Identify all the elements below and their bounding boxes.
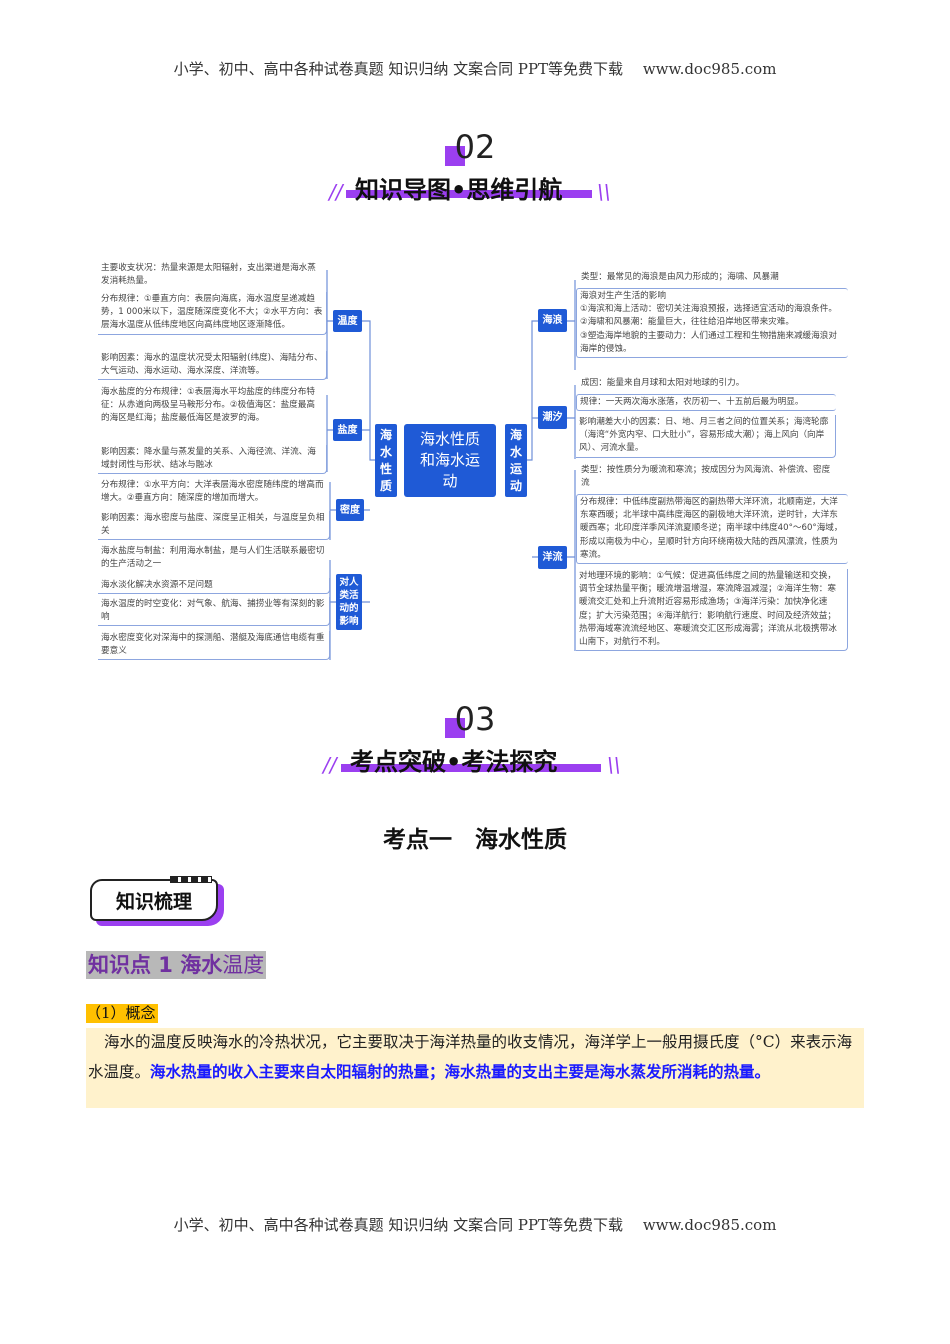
center-node-text: 海水性质和海水运动 bbox=[419, 430, 480, 490]
category-temperature: 温度 bbox=[333, 310, 362, 332]
decor-slash-icon: \\ bbox=[607, 753, 621, 777]
leaf-node: 影响因素：海水的温度状况受太阳辐射(纬度)、海陆分布、大气运动、海水运动、海水深… bbox=[98, 351, 327, 381]
section-title: 考点突破•考法探究 bbox=[350, 748, 558, 776]
badge-dots-icon bbox=[170, 876, 212, 883]
leaf-node: 海水盐度与制盐：利用海水制盐，是与人们生活联系最密切的生产活动之一 bbox=[101, 546, 325, 570]
page-footer: 小学、初中、高中各种试卷真题 知识归纳 文案合同 PPT等免费下载 www.do… bbox=[173, 1216, 777, 1234]
paragraph-text: 海水的温度反映海水的冷热状况，它主要取决于海洋热量的收支情况，海洋学上一般用摄氏… bbox=[88, 1033, 853, 1081]
category-salinity: 盐度 bbox=[333, 419, 362, 441]
leaf-node: 分布规律：①水平方向：大洋表层海水密度随纬度的增高而增大。②垂直方向：随深度的增… bbox=[101, 480, 324, 504]
leaf-node: 影响潮差大小的因素：日、地、月三者之间的位置关系；海湾轮廓（海湾“外宽内窄、口大… bbox=[576, 415, 836, 458]
leaf-node: 主要收支状况：热量来源是太阳辐射，支出渠道是海水蒸发消耗热量。 bbox=[101, 263, 316, 287]
section-number-text: 03 bbox=[454, 700, 496, 738]
category-density: 密度 bbox=[336, 499, 364, 521]
category-tides: 潮汐 bbox=[538, 406, 567, 429]
section-number-02: 02 bbox=[0, 128, 950, 166]
right-root-node: 海水运动 bbox=[505, 424, 527, 497]
body-paragraph: 海水的温度反映海水的冷热状况，它主要取决于海洋热量的收支情况，海洋学上一般用摄氏… bbox=[86, 1028, 864, 1108]
subheading: （1）概念 bbox=[86, 1004, 158, 1023]
leaf-node: 对地理环境的影响：①气候：促进高低纬度之间的热量输送和交换，调节全球热量平衡；暖… bbox=[576, 569, 848, 652]
leaf-node: 海水密度变化对深海中的探测船、潜艇及海底通信电缆有重要意义 bbox=[98, 631, 330, 661]
knowledge-badge: 知识梳理 bbox=[90, 879, 218, 921]
leaf-node: 影响因素：降水量与蒸发量的关系、入海径流、洋流、海域封闭性与形状、结冰与融冰 bbox=[98, 445, 327, 475]
leaf-node: 类型：按性质分为暖流和寒流；按成因分为风海流、补偿流、密度流 bbox=[581, 465, 831, 489]
leaf-node: 分布规律：①垂直方向：表层向海底，海水温度呈递减趋势，1 000米以下，温度随深… bbox=[98, 292, 327, 335]
decor-slash-icon: // bbox=[323, 753, 337, 777]
leaf-node: 规律：一天两次海水涨落，农历初一、十五前后最为明显。 bbox=[576, 394, 836, 412]
section-title: 知识导图•思维引航 bbox=[355, 176, 563, 204]
badge-text: 知识梳理 bbox=[115, 890, 192, 913]
section-number-03: 03 bbox=[0, 700, 950, 738]
paragraph-highlight: 海水热量的收入主要来自太阳辐射的热量；海水热量的支出主要是海水蒸发所消耗的热量。 bbox=[150, 1062, 771, 1081]
left-root-node: 海水性质 bbox=[375, 424, 397, 497]
kp-prefix: 知识点 1 海水 bbox=[88, 953, 223, 977]
decor-slash-icon: \\ bbox=[597, 180, 611, 204]
topic-title: 考点一 海水性质 bbox=[383, 827, 567, 853]
decor-slash-icon: // bbox=[329, 180, 343, 204]
leaf-node: 成因：能量来自月球和太阳对地球的引力。 bbox=[581, 378, 745, 388]
section-number-text: 02 bbox=[454, 128, 496, 166]
leaf-node: 海浪对生产生活的影响 ①海滨和海上活动：密切关注海浪预报，选择适宜活动的海浪条件… bbox=[576, 288, 848, 359]
leaf-node: 影响因素：海水密度与盐度、深度呈正相关，与温度呈负相关 bbox=[98, 511, 330, 541]
leaf-node: 海水温度的时空变化：对气象、航海、捕捞业等有深刻的影响 bbox=[98, 597, 330, 627]
leaf-node: 海水盐度的分布规律：①表层海水平均盐度的纬度分布特征：从赤道向两极呈马鞍形分布。… bbox=[101, 387, 315, 424]
category-human-impact: 对人类活动的影响 bbox=[336, 574, 362, 630]
category-waves: 海浪 bbox=[538, 309, 567, 332]
leaf-node: 类型：最常见的海浪是由风力形成的；海啸、风暴潮 bbox=[581, 272, 779, 282]
kp-suffix: 温度 bbox=[222, 953, 265, 977]
mind-map-connectors bbox=[326, 270, 576, 660]
leaf-node: 海水淡化解决水资源不足问题 bbox=[98, 578, 330, 595]
knowledge-point-heading: 知识点 1 海水温度 bbox=[86, 951, 267, 979]
leaf-node: 分布规律：中低纬度副热带海区的副热带大洋环流，北顺南逆，大洋东寒西暖；北半球中高… bbox=[576, 494, 848, 565]
page-header: 小学、初中、高中各种试卷真题 知识归纳 文案合同 PPT等免费下载 www.do… bbox=[173, 60, 777, 78]
category-currents: 洋流 bbox=[538, 546, 567, 569]
mind-map-center-node: 海水性质和海水运动 bbox=[404, 424, 496, 497]
